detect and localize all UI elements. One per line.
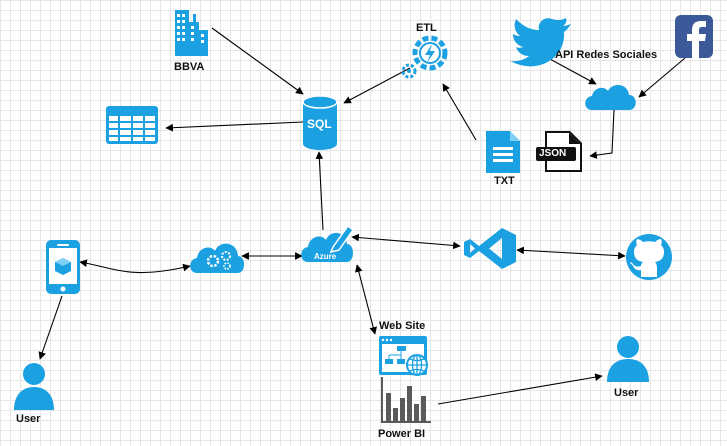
edges [38,27,686,405]
edge-facebook-cloud [638,57,686,98]
sql-label: SQL [307,117,332,131]
edge-azure-website[interactable] [355,264,377,335]
user-icon [607,336,649,382]
edge-etl-sql [343,67,411,104]
etl-label: ETL [416,22,437,34]
txt-label: TXT [494,175,515,187]
facebook-icon [675,15,713,58]
table-icon [106,106,158,144]
edge-cloud-json [589,109,615,159]
sql-database-icon [302,95,338,150]
user-icon [14,363,54,410]
twitter-icon [510,18,571,67]
user-left-label: User [16,413,41,425]
azure-cloud-icon [301,224,355,262]
edge-txt-etl [442,83,477,141]
cloud-services-icon [190,243,244,273]
json-label: JSON [539,148,567,159]
edge-mobile-user [38,295,63,360]
edge-azure-sql [315,151,324,231]
edge-powerbi-user [437,373,603,405]
power-bi-icon [381,377,431,423]
powerbi-label: Power BI [378,428,426,440]
etl-gear-icon [401,35,448,79]
user-right-label: User [614,387,639,399]
api-label: API Redes Sociales [555,49,658,61]
txt-file-icon [486,131,520,173]
mobile-app-icon [46,240,80,294]
edge-twitter-cloud [547,57,597,85]
edge-vs-github[interactable] [516,246,626,260]
github-icon [626,234,672,280]
cloud-icon [585,85,636,110]
azure-label: Azure [314,252,337,261]
edge-bbva-sql [211,27,304,95]
website-label: Web Site [379,320,426,332]
edge-sql-table [165,121,304,132]
visual-studio-icon [464,228,516,269]
building-icon [175,10,208,56]
website-icon [379,336,428,376]
bbva-label: BBVA [174,61,205,73]
json-file-icon [536,131,582,172]
edge-mobile-cloudservices[interactable] [79,259,191,274]
edge-azure-vs[interactable] [351,233,461,250]
